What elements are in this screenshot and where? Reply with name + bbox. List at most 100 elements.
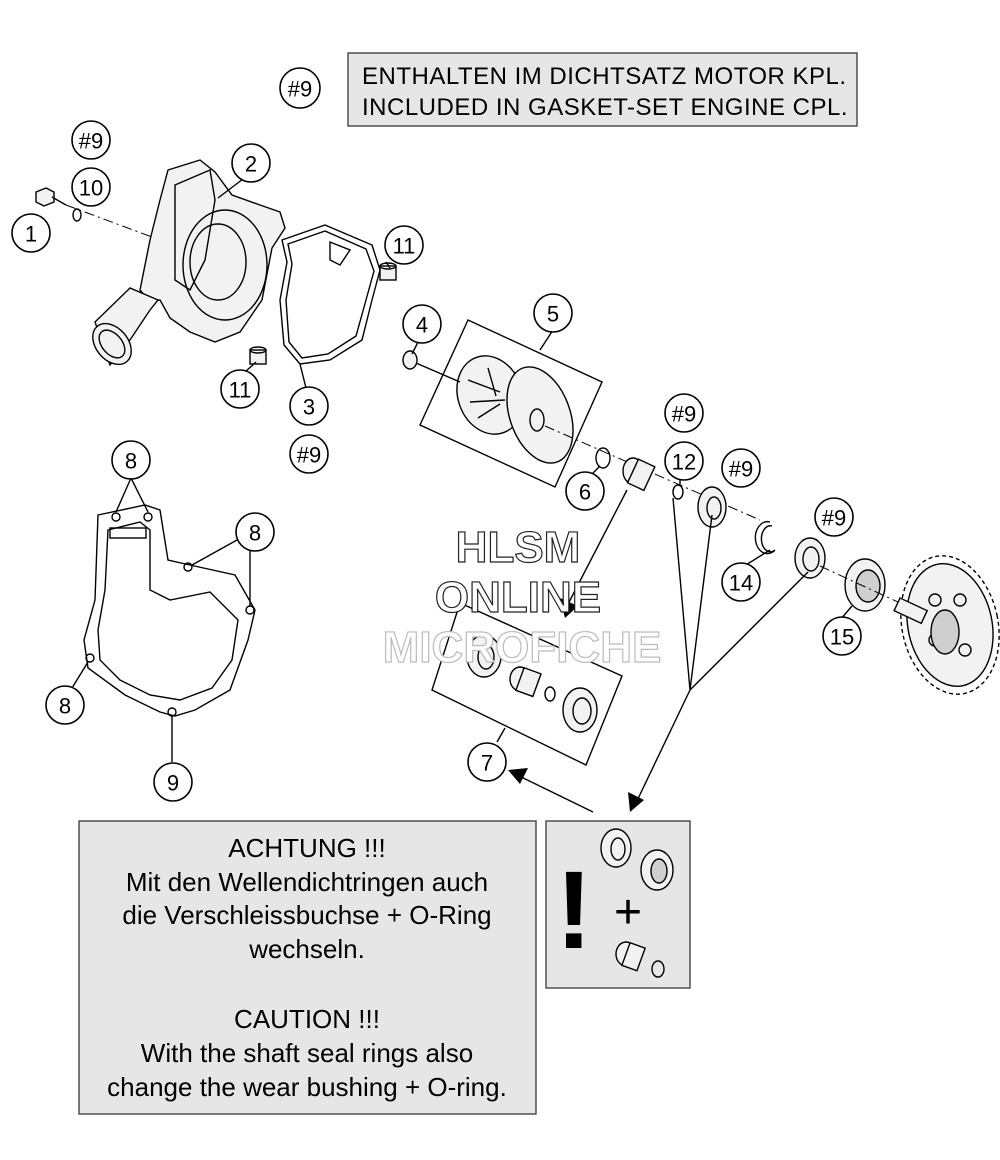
wear-bushing [622, 457, 656, 492]
exclamation-icon: ! [556, 849, 593, 972]
gasket-hole-8a [111, 512, 121, 522]
callout-8-c-label: 8 [59, 694, 71, 719]
callout-4: 4 [402, 304, 442, 344]
part-1-bolt [35, 187, 161, 241]
gasket-hole-8b [143, 512, 153, 522]
callout-9-e-label: #9 [822, 506, 846, 531]
callout-9-a: #9 [71, 120, 111, 160]
pump-cover-rib [174, 169, 216, 292]
part-6-o-ring [595, 447, 611, 469]
callout-15-label: 15 [830, 625, 854, 650]
callout-9-f-label: 9 [167, 771, 179, 796]
callout-9-d-label: #9 [729, 457, 753, 482]
callout-11-b-label: 11 [229, 378, 252, 403]
leader-2 [217, 178, 244, 199]
gasket-hole-8d [245, 605, 255, 615]
callout-5: 5 [533, 293, 573, 333]
part-2-pump-cover [92, 159, 286, 367]
callout-4-label: 4 [416, 313, 428, 338]
bolt-axis [65, 204, 161, 241]
watermark-line2: ONLINE [435, 573, 601, 622]
impeller-disc [506, 366, 574, 464]
leader-seal-group [672, 497, 713, 691]
part-11-dowel-lower [249, 346, 267, 365]
callout-11-a: 11 [384, 225, 424, 265]
gear-hole-3 [958, 643, 972, 657]
impeller-bolt-head [402, 350, 418, 370]
seal-ring-1-outer [697, 486, 727, 528]
callout-7-label: 7 [481, 751, 493, 776]
leader-to-icon [634, 689, 691, 806]
seal-ring-2-inner [802, 546, 820, 572]
shaft-seal-ring-1 [697, 486, 727, 528]
leader-seal-2 [689, 571, 809, 691]
flat-gasket [83, 504, 256, 717]
watermark-line1: HLSM [456, 523, 581, 572]
callout-11-a-label: 11 [393, 234, 416, 259]
pump-gear [893, 555, 1000, 695]
callout-9-e: #9 [814, 497, 854, 537]
impeller-vane-lines [467, 367, 506, 419]
flat-gasket-inner [97, 521, 239, 701]
kit-seal-ring-a [466, 634, 502, 678]
leader-3 [299, 363, 307, 389]
arrow-to-icon [628, 792, 644, 812]
gear-hole-4 [928, 593, 942, 607]
pump-cover-bore [182, 209, 268, 321]
seal-ring-2-outer [794, 537, 826, 579]
icon-seal-ring-a [600, 828, 632, 868]
header-note-line1: ENTHALTEN IM DICHTSATZ MOTOR KPL. [362, 63, 847, 90]
flat-gasket-slot [109, 527, 147, 539]
callout-15: 15 [822, 616, 862, 656]
leader-7 [496, 727, 506, 743]
callout-5-label: 5 [547, 302, 559, 327]
gear-hub [930, 609, 960, 655]
callout-8-a: 8 [111, 440, 151, 480]
callout-8-b-label: 8 [249, 521, 261, 546]
header-note: ENTHALTEN IM DICHTSATZ MOTOR KPL. INCLUD… [279, 52, 858, 127]
leader-11a [385, 261, 391, 269]
dowel-lower-body [249, 349, 267, 365]
part-14-circlip [754, 520, 776, 555]
callout-6: 6 [565, 471, 605, 511]
bearing-inner [855, 569, 881, 603]
warning-de-line2: die Verschleissbuchse + O-Ring [122, 900, 491, 930]
warning-icon-box: ! + [545, 820, 691, 989]
part-3-gasket-inner [285, 230, 375, 359]
callout-9-d: #9 [721, 448, 761, 488]
callout-2: 2 [231, 143, 271, 183]
impeller-frame [419, 319, 603, 488]
callout-11-b: 11 [220, 369, 260, 409]
callout-8-c: 8 [45, 685, 85, 725]
callout-7: 7 [467, 742, 507, 782]
kit-seal-ring-b [562, 687, 598, 733]
callout-1: 1 [11, 213, 51, 253]
watermark: HLSM ONLINE MICROFICHE [382, 522, 662, 672]
icon-seal-ring-b-inner [650, 858, 668, 884]
callout-2-label: 2 [245, 152, 257, 177]
leader-5 [539, 329, 554, 351]
service-kit-frame [431, 602, 623, 766]
header-note-line2: INCLUDED IN GASKET-SET ENGINE CPL. [362, 94, 848, 121]
icon-bushing-body [620, 941, 647, 972]
pump-cover-bore-inner [189, 223, 247, 301]
dowel-lower-top [249, 346, 267, 354]
warning-en-line2: change the wear bushing + O-ring. [107, 1072, 507, 1102]
callout-1-label: 1 [25, 222, 37, 247]
part-4-impeller-bolt [402, 350, 461, 383]
leader-8b [191, 539, 238, 566]
callout-9-f: 9 [153, 762, 193, 802]
watermark-line3: MICROFICHE [383, 623, 662, 672]
callout-6-label: 6 [579, 480, 591, 505]
leader-4 [411, 341, 419, 355]
leader-to-7 [514, 773, 594, 813]
callout-14: 14 [721, 562, 761, 602]
callout-9-c-label: #9 [672, 402, 696, 427]
callout-14-label: 14 [729, 571, 753, 596]
part-12-o-ring [672, 484, 684, 500]
leader-kit [564, 489, 628, 611]
kit-o-ring [544, 686, 556, 702]
warning-de-line1: Mit den Wellendichtringen auch [126, 867, 488, 897]
part-7-service-kit [431, 602, 623, 766]
